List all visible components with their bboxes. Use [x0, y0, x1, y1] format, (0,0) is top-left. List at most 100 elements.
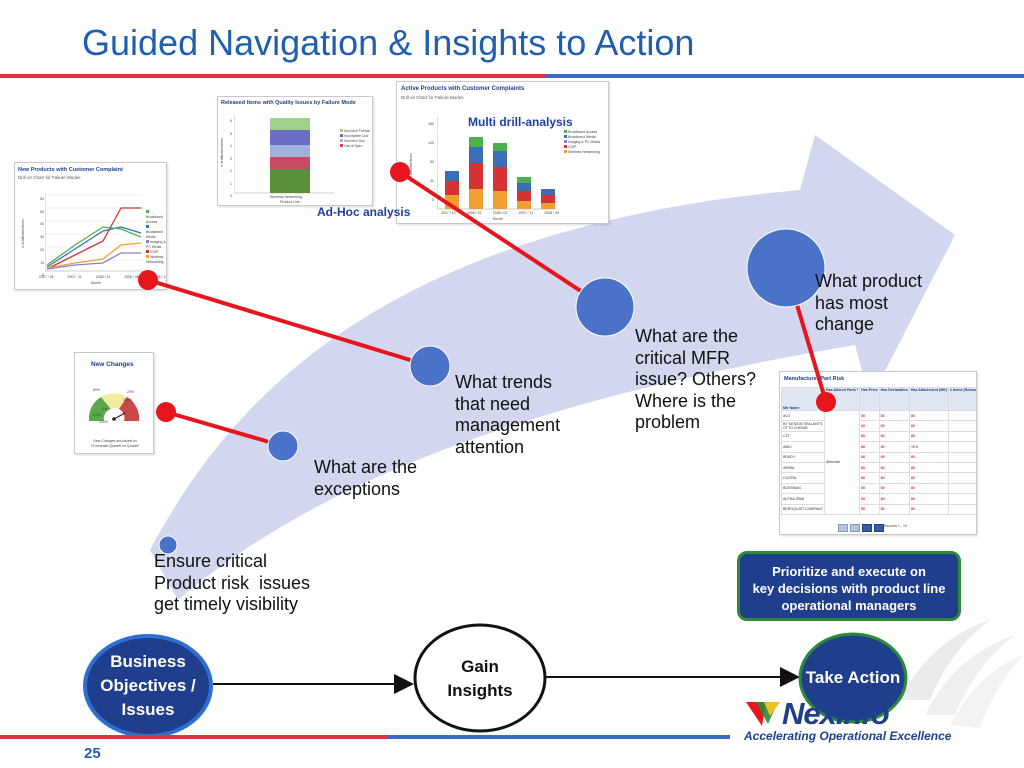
gauge-label: 20%: [127, 390, 135, 394]
cell-mfr: CUSPAL: [780, 472, 826, 484]
brand-logo-icon: [746, 702, 780, 726]
bar-segment: [270, 118, 310, 130]
bar-segment: [270, 130, 310, 145]
x-axis-label: Month: [493, 217, 503, 221]
y-tick: 50: [40, 209, 44, 214]
column-header: Has Altered Parts *: [824, 387, 861, 411]
x-tick: 2007 / 06: [39, 275, 54, 279]
y-tick: 5: [230, 131, 232, 136]
series-line: [46, 242, 142, 269]
gauge-label: 120%: [92, 413, 101, 417]
bottom-divider-red: [0, 735, 388, 739]
cell-mfr: AGJ: [780, 409, 826, 422]
column-header: Has Price: [859, 387, 880, 411]
series-line: [46, 207, 141, 270]
legend-item: Incorrect Doc: [340, 139, 370, 144]
take-action-circle: [798, 632, 908, 724]
x-tick: 2008 / 11: [95, 275, 111, 279]
legend-item: Out of Spec: [340, 144, 370, 149]
x-axis-label: Month: [91, 281, 101, 285]
y-tick: 2: [230, 169, 232, 173]
y-tick: 3: [230, 156, 232, 161]
legend-item: Incomplete Doc: [340, 134, 370, 139]
legend-item: Imaging & PC Media: [564, 140, 606, 145]
cell-mfr: ALPHA SEMI: [780, 493, 826, 505]
chart-legend: Broadband Access Broadband Media Imaging…: [564, 130, 606, 155]
y-tick: 40: [430, 179, 434, 183]
bar-segment: [270, 145, 310, 157]
top-divider-blue: [545, 74, 1024, 78]
execution-callout: Prioritize and execute on key decisions …: [737, 551, 961, 621]
stacked-bar-plot: [234, 115, 334, 194]
x-tick: 2007 / 11: [518, 211, 534, 215]
pager-prev-button[interactable]: [850, 524, 860, 532]
y-tick: 80: [430, 160, 434, 164]
bar-stack: [541, 189, 555, 209]
series-line: [46, 226, 142, 268]
y-tick: 4: [230, 144, 232, 148]
pager-next-button[interactable]: [862, 524, 872, 532]
gauge-note: New Changes are based on % increase Quar…: [91, 439, 139, 448]
x-tick: 2008 / 01: [466, 211, 482, 215]
x-tick: 2008 / 08: [124, 275, 139, 279]
table-row: BY DESIGN SEALANTS OTTO CHEMIE 8080805: [780, 420, 976, 432]
x-tick: 2007 / 10: [441, 211, 456, 215]
chart-subtitle: Drill on Chart for Failure Modes: [18, 175, 81, 180]
y-tick: 60: [40, 197, 44, 201]
new-changes-gauge-thumbnail[interactable]: New Changes 80% 20% 100% 0% 120% 100% Ne…: [74, 352, 154, 454]
y-tick: 30: [40, 235, 44, 240]
pager-records: Records 1 - 10: [884, 524, 907, 528]
pager-last-button[interactable]: [874, 524, 884, 532]
x-tick: 2007 / 11: [67, 275, 82, 279]
y-axis-label: # of Affected Items: [409, 153, 413, 182]
legend-item: Incorrect Format: [340, 129, 370, 134]
x-axis-title: Product Line: [280, 200, 300, 204]
table-row: BUSSMAN 8080805: [780, 482, 976, 495]
drill-analysis-label: Multi drill-analysis: [468, 115, 573, 129]
active-products-chart-thumbnail[interactable]: Active Products with Customer Complaints…: [396, 81, 609, 224]
table-title: Manufacturer Part Risk: [784, 376, 845, 382]
pager-first-button[interactable]: [838, 524, 848, 532]
step-2-text: What are the exceptions: [314, 457, 418, 499]
business-objectives-text: Business Objectives / Issues: [100, 652, 196, 719]
step-3-text: What trends that need management attenti…: [455, 372, 561, 457]
pager[interactable]: [838, 524, 884, 532]
cell-merged: Alternate: [824, 410, 861, 515]
chart-title: Active Products with Customer Complaints: [401, 86, 525, 92]
y-axis-label: # of Affected Items: [220, 138, 224, 167]
gauge-label: 0%: [102, 407, 108, 411]
chart-subtitle: Drill on Chart for Failure Modes: [401, 95, 464, 100]
adhoc-analysis-label: Ad-Hoc analysis: [317, 205, 411, 219]
table-row: BERGQUIST COMPANY 8080805: [780, 503, 976, 515]
gauge-needle: [113, 412, 126, 420]
y-tick: 20: [40, 247, 44, 252]
step-5-text: What product has most change: [815, 271, 923, 334]
legend-item: Imaging & PC Media: [146, 240, 166, 249]
cell-mfr: BERGQUIST COMPANY: [780, 503, 826, 515]
series-line: [46, 226, 142, 266]
y-tick: 40: [40, 222, 44, 227]
bar-stack: [493, 143, 507, 209]
legend-item: Broadband Media: [146, 225, 166, 240]
chart-legend: Broadband Access Broadband Media Imaging…: [146, 210, 166, 265]
y-tick: 0: [432, 198, 434, 202]
take-action-text: Take Action: [805, 668, 901, 687]
gain-insights-circle: [413, 623, 547, 733]
table-row: AMIC 8080YES5: [780, 441, 976, 453]
x-tick: 2008 / 11: [152, 275, 167, 279]
column-header: Has Declaration: [878, 387, 910, 411]
cell-mfr: BY DESIGN SEALANTS OTTO CHEMIE: [780, 420, 826, 432]
y-tick: 0: [230, 194, 232, 198]
manufacturer-table: Mfr Name Has Altered Parts * Has Price H…: [780, 387, 976, 515]
released-items-chart-thumbnail[interactable]: Released Items with Quality Issues by Fa…: [217, 96, 373, 206]
x-tick: 2008 / 05: [544, 211, 559, 215]
table-row: BRADY 8080805: [780, 451, 976, 463]
legend-item: Broadband Access: [564, 130, 606, 135]
legend-item: Broadband Access: [146, 210, 166, 225]
manufacturer-risk-table-thumbnail[interactable]: Manufacturer Part Risk Mfr Name Has Alte…: [779, 371, 977, 535]
bar-segment: [270, 157, 310, 169]
bottom-divider-blue: [388, 735, 730, 739]
table-row: CZT 8080805: [780, 430, 976, 443]
new-products-chart-thumbnail[interactable]: New Products with Customer Complaint Dri…: [14, 162, 167, 290]
legend-item: VOIP: [564, 145, 606, 150]
